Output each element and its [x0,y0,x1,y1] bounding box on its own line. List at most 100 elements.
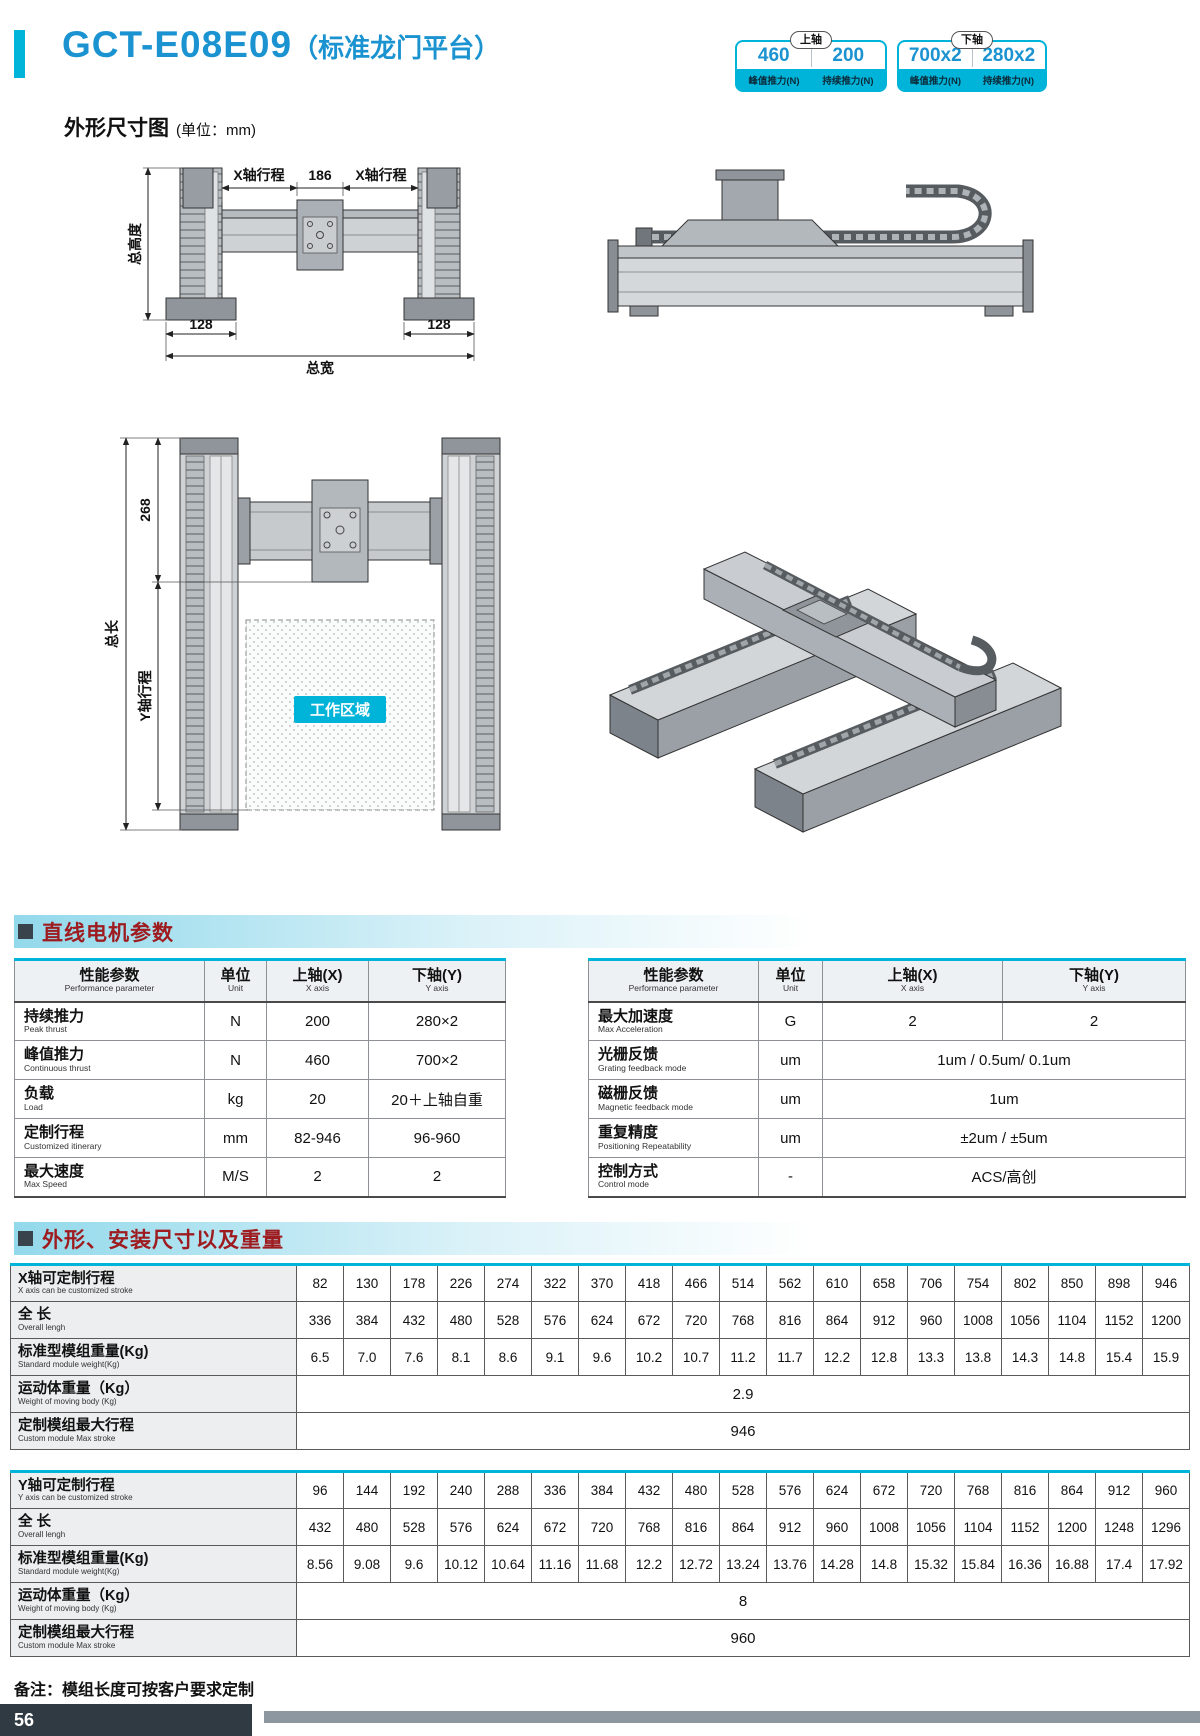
size-value: 576 [766,1471,814,1509]
parameter-value: 1um [822,1079,1186,1119]
size-value: 1200 [1048,1508,1096,1546]
size-value: 1008 [860,1508,908,1546]
lower-axis-thrust-badge: 下轴 700x2 280x2 峰值推力(N) 持续推力(N) [897,31,1047,92]
parameter-value: ±2um / ±5um [822,1118,1186,1158]
size-value: 528 [390,1508,438,1546]
y-axis-value: 2 [1002,1001,1186,1041]
y-axis-value: 96-960 [368,1118,506,1158]
table-row: 标准型模组重量(Kg)Standard module weight(Kg)8.5… [10,1545,1190,1583]
parameter-unit: G [758,1001,823,1041]
size-value: 1248 [1095,1508,1143,1546]
front-view-drawing [165,167,475,321]
size-value: 7.0 [343,1338,391,1376]
size-value: 658 [860,1264,908,1302]
size-value: 12.2 [813,1338,861,1376]
size-value: 576 [437,1508,485,1546]
size-value: 768 [625,1508,673,1546]
size-value: 912 [766,1508,814,1546]
size-value: 480 [437,1301,485,1339]
parameter-unit: um [758,1079,823,1119]
base-right-dim-label: 128 [427,316,451,332]
work-area-label-box [294,696,386,723]
section-bullet-icon [18,924,33,939]
size-value: 432 [296,1508,344,1546]
size-value: 10.2 [625,1338,673,1376]
size-value: 226 [437,1264,485,1302]
size-value: 15.84 [954,1545,1002,1583]
merged-value: 2.9 [296,1375,1190,1413]
base-left-dim-label: 128 [189,316,213,332]
size-value: 528 [484,1301,532,1339]
dimension-unit-text: (单位：mm) [176,122,256,139]
size-value: 1056 [907,1508,955,1546]
size-value: 816 [766,1301,814,1339]
x-axis-value: 82-946 [266,1118,369,1158]
size-value: 240 [437,1471,485,1509]
size-section-header: 外形、安装尺寸以及重量 [14,1222,1186,1255]
motor-params-section-title: 直线电机参数 [42,921,174,945]
size-value: 706 [907,1264,955,1302]
footer-divider-bar [264,1711,1200,1723]
size-value: 12.2 [625,1545,673,1583]
size-value: 6.5 [296,1338,344,1376]
size-value: 960 [907,1301,955,1339]
size-value: 624 [813,1471,861,1509]
size-value: 912 [860,1301,908,1339]
upper-axis-thrust-badge: 上轴 460 200 峰值推力(N) 持续推力(N) [735,31,887,92]
size-value: 96 [296,1471,344,1509]
size-value: 14.8 [1048,1338,1096,1376]
table-row: 标准型模组重量(Kg)Standard module weight(Kg)6.5… [10,1338,1190,1376]
size-value: 1152 [1001,1508,1049,1546]
beam-dim-label: 268 [137,498,153,522]
size-value: 720 [672,1301,720,1339]
size-value: 12.72 [672,1545,720,1583]
size-value: 14.8 [860,1545,908,1583]
side-view-drawing [607,169,1034,317]
carriage-pedestal [660,219,840,247]
size-value: 946 [1142,1264,1190,1302]
upper-continuous-thrust-label: 持续推力(N) [822,75,874,87]
upper-axis-tag: 上轴 [790,31,832,49]
size-value: 336 [531,1471,579,1509]
size-value: 144 [343,1471,391,1509]
size-value: 898 [1095,1264,1143,1302]
size-value: 8.1 [437,1338,485,1376]
size-value: 562 [766,1264,814,1302]
size-value: 576 [531,1301,579,1339]
size-value: 768 [719,1301,767,1339]
size-value: 9.1 [531,1338,579,1376]
lower-axis-values: 700x2 280x2 [899,42,1045,69]
size-value: 960 [1142,1471,1190,1509]
page-number: 56 [14,1709,35,1730]
size-section-title: 外形、安装尺寸以及重量 [42,1228,284,1252]
x-axis-value: 460 [266,1040,369,1080]
size-value: 432 [390,1301,438,1339]
merged-value: 8 [296,1582,1190,1620]
size-value: 10.7 [672,1338,720,1376]
right-base [403,297,475,321]
lower-axis-tag: 下轴 [951,31,993,49]
size-value: 864 [719,1508,767,1546]
parameter-unit: kg [204,1079,267,1119]
size-value: 480 [672,1471,720,1509]
size-value: 1056 [1001,1301,1049,1339]
